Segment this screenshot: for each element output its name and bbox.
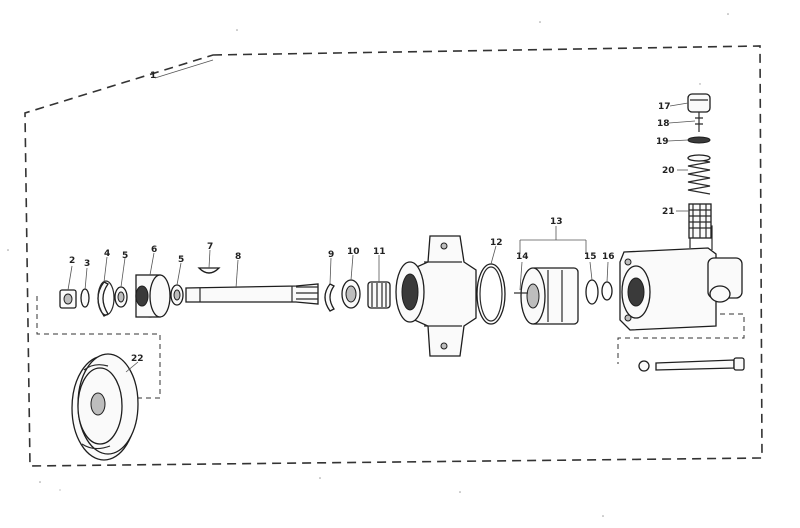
callout-18: 18 bbox=[657, 119, 670, 129]
part-21-filter bbox=[688, 203, 712, 239]
part-13-cartridge bbox=[520, 267, 579, 325]
part-18-stud bbox=[695, 112, 703, 132]
part-11-needle-bearing bbox=[367, 281, 391, 309]
callout-20: 20 bbox=[662, 166, 675, 176]
long-bolt bbox=[655, 357, 745, 371]
callout-1: 1 bbox=[150, 71, 156, 81]
part-4-snap-ring bbox=[97, 280, 115, 317]
part-12-o-ring bbox=[476, 263, 506, 325]
part-17-cap bbox=[687, 93, 711, 113]
callout-16: 16 bbox=[602, 252, 615, 262]
callout-5: 5 bbox=[122, 251, 128, 261]
callout-21: 21 bbox=[662, 207, 675, 217]
part-15-o-ring bbox=[585, 279, 599, 305]
callout-4: 4 bbox=[104, 249, 110, 259]
part-2-nut bbox=[59, 289, 77, 309]
callout-12: 12 bbox=[490, 238, 503, 248]
part-9-snap-ring bbox=[324, 283, 335, 312]
callout-9: 9 bbox=[328, 250, 334, 260]
part-8-shaft bbox=[185, 283, 319, 305]
part-19-washer bbox=[687, 136, 711, 144]
leader-lines bbox=[67, 59, 696, 373]
part-3-washer bbox=[80, 288, 90, 308]
callout-labels: 1 2 3 4 5 6 5 7 8 9 10 11 12 13 14 15 16… bbox=[69, 71, 675, 364]
callout-14: 14 bbox=[516, 252, 529, 262]
callout-2: 2 bbox=[69, 256, 75, 266]
callout-19: 19 bbox=[656, 137, 669, 147]
bolt-washer bbox=[638, 360, 650, 372]
callout-7: 7 bbox=[207, 242, 213, 252]
assembly-boundary bbox=[24, 45, 763, 467]
callout-13: 13 bbox=[550, 217, 563, 227]
callout-11: 11 bbox=[373, 247, 386, 257]
part-7-key bbox=[197, 267, 221, 274]
part-10-seal bbox=[341, 279, 361, 309]
callout-22: 22 bbox=[131, 354, 144, 364]
pulley-group-bracket bbox=[36, 296, 161, 399]
callout-3: 3 bbox=[84, 259, 90, 269]
callout-6: 6 bbox=[151, 245, 157, 255]
part-16-o-ring bbox=[601, 281, 613, 301]
callout-15: 15 bbox=[584, 252, 597, 262]
part-5-ring-a bbox=[114, 286, 128, 308]
callout-17: 17 bbox=[658, 102, 671, 112]
callout-8: 8 bbox=[235, 252, 241, 262]
part-6-bearing bbox=[135, 274, 171, 318]
part-5-ring-b bbox=[170, 284, 184, 306]
pulley-22 bbox=[71, 353, 139, 461]
bolt-group-bracket bbox=[617, 313, 745, 364]
part-20-spring bbox=[687, 154, 711, 195]
pump-body bbox=[619, 225, 743, 331]
callout-5-second: 5 bbox=[178, 255, 184, 265]
scan-noise bbox=[7, 13, 729, 517]
callout-10: 10 bbox=[347, 247, 360, 257]
front-housing bbox=[395, 235, 477, 357]
